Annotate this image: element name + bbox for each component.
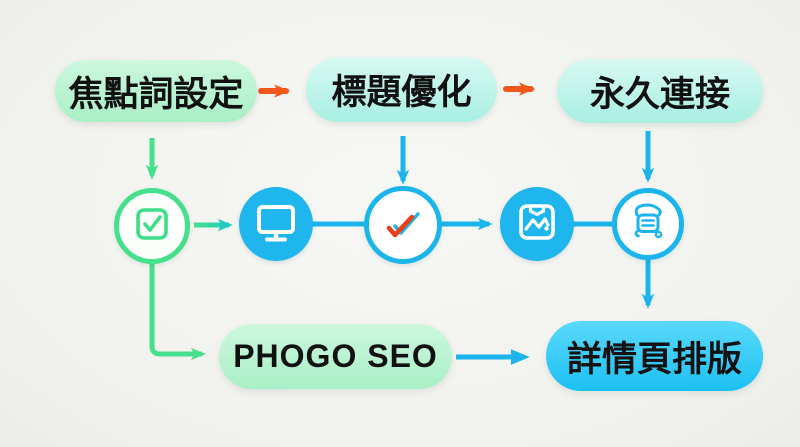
step-checkbox-circle [114, 188, 190, 264]
node-focus-keyword: 焦點詞設定 [55, 60, 257, 122]
node-title-optimization: 標題優化 [306, 57, 497, 122]
node-permanent-link: 永久連接 [557, 59, 763, 123]
connector-checkbox-to-phogo [149, 262, 206, 361]
node-focus-keyword-label: 焦點詞設定 [68, 74, 244, 114]
step-monitor-circle [239, 187, 313, 261]
node-detail-page-layout-label: 詳情頁排版 [566, 339, 742, 379]
step-photo-chart-circle [500, 187, 574, 261]
node-phogo-seo: PHOGO SEO [219, 324, 452, 389]
node-permanent-link-label: 永久連接 [589, 74, 730, 114]
node-phogo-seo-label: PHOGO SEO [233, 338, 438, 374]
robot-icon [626, 200, 670, 249]
node-detail-page-layout: 詳情頁排版 [546, 321, 763, 391]
step-robot-circle [612, 188, 684, 260]
photo-chart-icon [514, 199, 560, 250]
monitor-icon [253, 199, 299, 250]
double-check-icon [379, 199, 427, 252]
step-double-check-circle [364, 186, 442, 264]
node-title-optimization-label: 標題優化 [331, 73, 472, 112]
checkbox-icon [129, 201, 175, 252]
